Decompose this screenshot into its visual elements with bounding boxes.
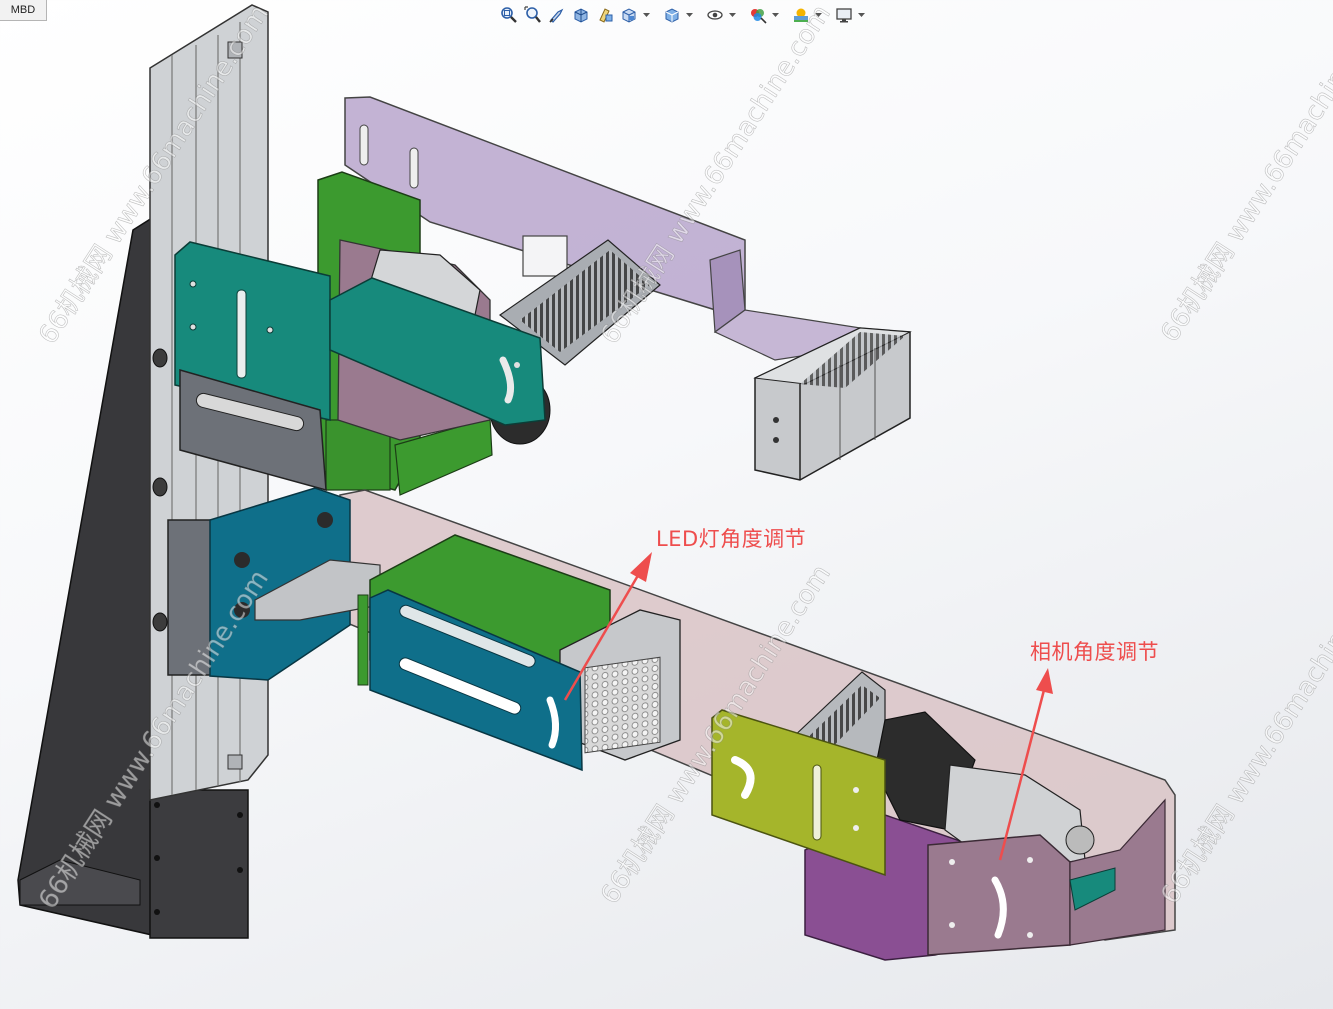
mbd-tab[interactable]: MBD: [0, 0, 47, 21]
display-style-icon[interactable]: [661, 4, 683, 26]
zoom-to-area-icon[interactable]: [522, 4, 544, 26]
view-settings-icon[interactable]: [833, 4, 855, 26]
view-orientation-dropdown-icon[interactable]: [642, 4, 651, 26]
led-blue-plate: [369, 589, 583, 772]
edit-appearance-dropdown-icon[interactable]: [771, 4, 780, 26]
led-light-panel: [559, 609, 681, 761]
camera-angle-label: 相机角度调节: [1030, 640, 1159, 664]
upper-teal-plate: [174, 241, 546, 426]
camera-angle-arrow: [998, 668, 1053, 861]
purple-mounting-plate: [344, 96, 906, 361]
apply-scene-dropdown-icon[interactable]: [814, 4, 823, 26]
edit-appearance-icon[interactable]: [747, 4, 769, 26]
upper-grey-slider: [152, 348, 327, 497]
hide-show-items-icon[interactable]: [704, 4, 726, 26]
top-right-light-housing: [753, 327, 912, 481]
apply-scene-icon[interactable]: [790, 4, 812, 26]
camera-mauve-plate: [927, 798, 1166, 956]
heads-up-view-toolbar: [498, 3, 866, 27]
led-angle-arrow: [563, 552, 652, 701]
dynamic-annotation-icon[interactable]: [594, 4, 616, 26]
view-settings-dropdown-icon[interactable]: [857, 4, 866, 26]
camera-olive-plate: [711, 709, 886, 877]
view-orientation-icon[interactable]: [618, 4, 640, 26]
zoom-to-fit-icon[interactable]: [498, 4, 520, 26]
previous-view-icon[interactable]: [546, 4, 568, 26]
display-style-dropdown-icon[interactable]: [685, 4, 694, 26]
dark-base-support: [17, 216, 249, 939]
section-view-icon[interactable]: [570, 4, 592, 26]
led-angle-label: LED灯角度调节: [656, 527, 807, 551]
hide-show-dropdown-icon[interactable]: [728, 4, 737, 26]
